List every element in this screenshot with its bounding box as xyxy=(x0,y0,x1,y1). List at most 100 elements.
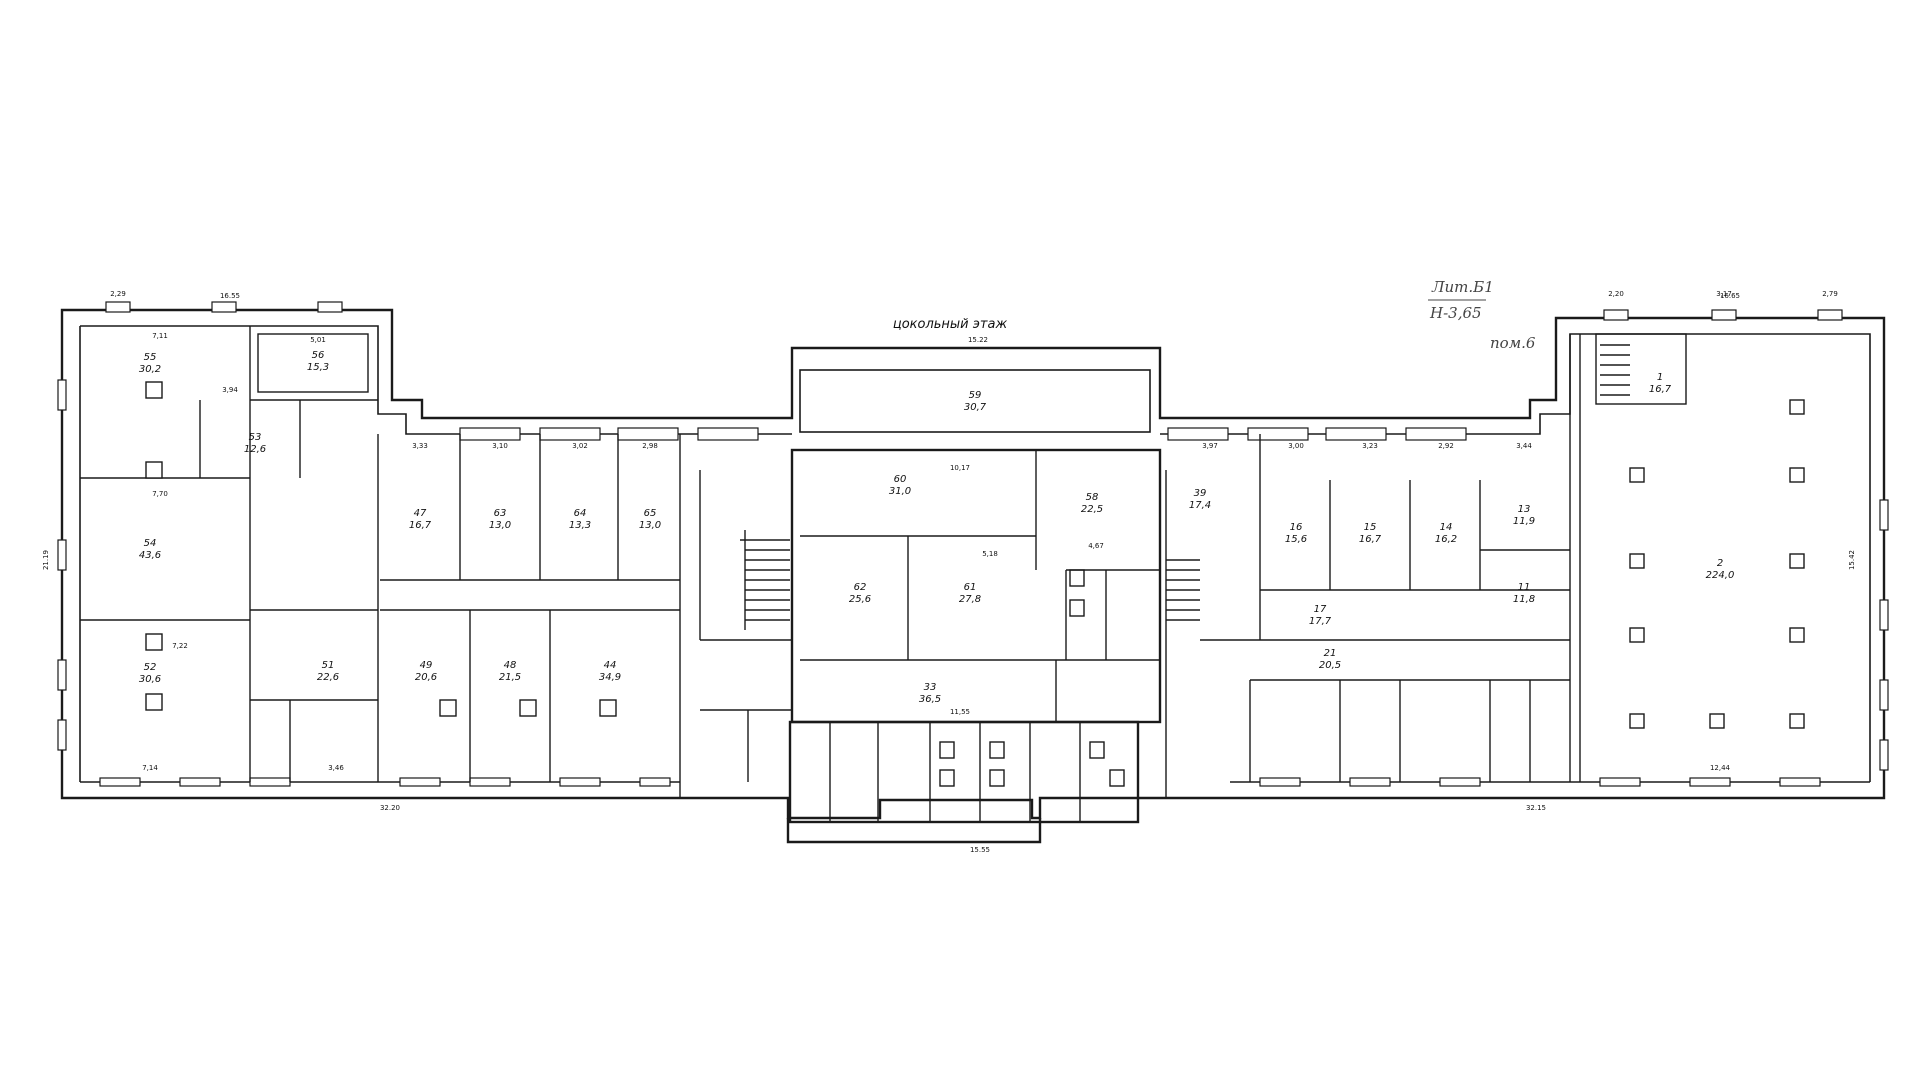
bottom-windows xyxy=(99,777,1821,787)
svg-text:27,8: 27,8 xyxy=(959,594,981,605)
svg-text:21: 21 xyxy=(1324,648,1337,659)
svg-text:12,44: 12,44 xyxy=(1710,764,1731,772)
svg-text:55: 55 xyxy=(144,352,157,363)
svg-text:3,23: 3,23 xyxy=(1362,442,1378,450)
svg-text:25,6: 25,6 xyxy=(849,594,871,605)
svg-text:21,5: 21,5 xyxy=(499,672,521,683)
svg-text:2: 2 xyxy=(1717,558,1723,569)
right-wing-partitions xyxy=(1165,333,1687,798)
svg-text:7,11: 7,11 xyxy=(152,332,168,340)
svg-text:47: 47 xyxy=(414,508,427,519)
dimension-labels: 7,11 5,01 3,94 7,70 7,22 7,14 3,46 3,33 … xyxy=(110,290,1838,772)
svg-text:7,22: 7,22 xyxy=(172,642,188,650)
svg-text:5,01: 5,01 xyxy=(310,336,326,344)
side-windows xyxy=(57,379,1889,771)
left-wing-partitions xyxy=(80,326,792,798)
svg-text:2,98: 2,98 xyxy=(642,442,658,450)
svg-text:21.19: 21.19 xyxy=(42,550,50,570)
left-wing-outer-wall xyxy=(60,308,1886,820)
room-1: 116,7 xyxy=(1649,372,1672,395)
svg-text:52: 52 xyxy=(144,662,157,673)
svg-text:15: 15 xyxy=(1364,522,1377,533)
svg-text:13,0: 13,0 xyxy=(489,520,511,531)
svg-text:16,7: 16,7 xyxy=(1649,384,1672,395)
svg-text:20,6: 20,6 xyxy=(415,672,437,683)
svg-text:15.42: 15.42 xyxy=(1848,550,1856,570)
svg-text:3,00: 3,00 xyxy=(1288,442,1304,450)
right-stairs xyxy=(1166,344,1630,621)
svg-text:36,5: 36,5 xyxy=(919,694,941,705)
svg-text:30,2: 30,2 xyxy=(139,364,161,375)
svg-text:1: 1 xyxy=(1657,372,1663,383)
svg-text:59: 59 xyxy=(969,390,982,401)
svg-text:12,6: 12,6 xyxy=(244,444,266,455)
svg-text:11,9: 11,9 xyxy=(1513,516,1535,527)
svg-text:17,7: 17,7 xyxy=(1309,616,1332,627)
svg-text:31,0: 31,0 xyxy=(889,486,911,497)
svg-text:61: 61 xyxy=(964,582,977,593)
svg-text:2,92: 2,92 xyxy=(1438,442,1454,450)
svg-text:39: 39 xyxy=(1194,488,1207,499)
svg-text:3,44: 3,44 xyxy=(1516,442,1532,450)
svg-text:49: 49 xyxy=(420,660,433,671)
svg-text:54: 54 xyxy=(144,538,157,549)
svg-text:16: 16 xyxy=(1290,522,1303,533)
svg-text:3,10: 3,10 xyxy=(492,442,508,450)
svg-text:60: 60 xyxy=(894,474,907,485)
svg-text:15.22: 15.22 xyxy=(968,336,988,344)
svg-text:17,4: 17,4 xyxy=(1189,500,1211,511)
svg-text:16,7: 16,7 xyxy=(1359,534,1382,545)
svg-text:62: 62 xyxy=(854,582,867,593)
svg-text:7,70: 7,70 xyxy=(152,490,168,498)
overall-dimensions: 16.55 15.22 16.65 32.20 15.55 32.15 21.1… xyxy=(42,292,1856,854)
svg-text:2,79: 2,79 xyxy=(1822,290,1838,298)
svg-text:33: 33 xyxy=(924,682,937,693)
svg-text:10,17: 10,17 xyxy=(950,464,970,472)
svg-text:16,7: 16,7 xyxy=(409,520,432,531)
center-partitions xyxy=(800,450,1160,822)
svg-text:64: 64 xyxy=(574,508,587,519)
svg-text:3,17: 3,17 xyxy=(1716,290,1732,298)
left-stairs xyxy=(740,530,790,630)
svg-text:14: 14 xyxy=(1440,522,1453,533)
svg-text:58: 58 xyxy=(1086,492,1099,503)
svg-text:22,6: 22,6 xyxy=(317,672,339,683)
svg-text:5,18: 5,18 xyxy=(982,550,998,558)
svg-text:30,6: 30,6 xyxy=(139,674,161,685)
height-label: Н-3,65 xyxy=(1429,304,1482,322)
svg-text:20,5: 20,5 xyxy=(1319,660,1341,671)
svg-text:11: 11 xyxy=(1518,582,1531,593)
floor-title: цокольный этаж xyxy=(893,317,1008,332)
svg-text:51: 51 xyxy=(322,660,335,671)
svg-text:56: 56 xyxy=(312,350,325,361)
svg-text:15,6: 15,6 xyxy=(1285,534,1307,545)
svg-text:32.15: 32.15 xyxy=(1526,804,1546,812)
svg-text:7,14: 7,14 xyxy=(142,764,158,772)
svg-text:3,02: 3,02 xyxy=(572,442,588,450)
svg-text:16.55: 16.55 xyxy=(220,292,240,300)
svg-text:63: 63 xyxy=(494,508,507,519)
